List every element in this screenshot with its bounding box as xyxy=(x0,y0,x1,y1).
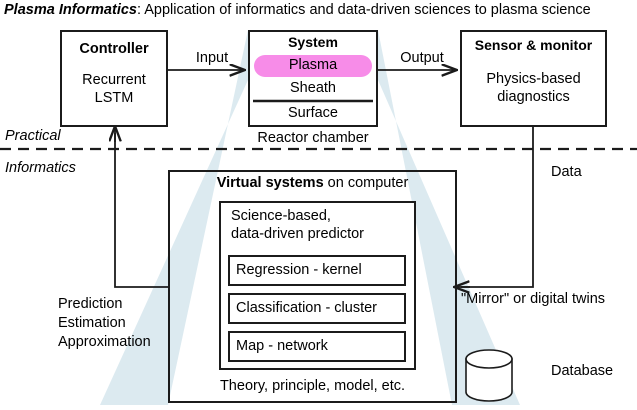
virtual-systems-title: Virtual systems on computer xyxy=(168,175,457,191)
method-box-regression[interactable] xyxy=(228,255,406,286)
mirror-digital-twins-label: "Mirror" or digital twins xyxy=(461,291,606,307)
output-label: Output xyxy=(400,50,444,66)
practical-label: Practical xyxy=(5,128,61,144)
data-path xyxy=(461,127,534,288)
controller-subtitle: Recurrent LSTM xyxy=(60,71,168,107)
virtual-systems-title-bold: Virtual systems xyxy=(216,175,324,191)
sensor-title: Sensor & monitor xyxy=(474,37,593,53)
feedback-label-approximation: Approximation xyxy=(58,334,151,350)
reactor-chamber-caption: Reactor chamber xyxy=(257,130,369,146)
title-rest: : Application of informatics and data-dr… xyxy=(136,2,591,18)
feedback-label-prediction: Prediction xyxy=(58,296,123,312)
feedback-path xyxy=(114,133,168,288)
method-label-classification: Classification - cluster xyxy=(236,300,378,316)
title-emphasis: Plasma Informatics xyxy=(4,2,137,18)
page-title: Plasma Informatics: Application of infor… xyxy=(4,2,637,18)
predictor-caption-line2: data-driven predictor xyxy=(231,226,364,242)
system-box xyxy=(248,30,378,127)
sensor-subtitle-line1: Physics-based xyxy=(486,71,581,87)
controller-subtitle-line2: LSTM xyxy=(94,90,134,106)
virtual-systems-box xyxy=(168,170,457,403)
cone-right-shape xyxy=(378,30,520,405)
database-label: Database xyxy=(551,363,614,379)
cylinder-icon xyxy=(465,349,513,402)
system-layer-plasma: Plasma xyxy=(288,57,338,73)
method-label-map: Map - network xyxy=(236,338,328,354)
controller-subtitle-line1: Recurrent xyxy=(82,72,146,88)
system-title: System xyxy=(288,34,338,50)
sensor-subtitle-line2: diagnostics xyxy=(497,89,570,105)
cone-left-shape xyxy=(100,30,248,405)
virtual-systems-title-rest: on computer xyxy=(323,175,409,191)
controller-title: Controller xyxy=(79,41,149,57)
plasma-highlight xyxy=(254,55,372,77)
sensor-monitor-box xyxy=(460,30,607,127)
predictor-caption-line1: Science-based, xyxy=(231,208,331,224)
method-label-regression: Regression - kernel xyxy=(236,262,362,278)
input-label: Input xyxy=(195,50,229,66)
predictor-caption: Science-based, data-driven predictor xyxy=(223,207,413,243)
controller-box xyxy=(60,30,168,127)
data-label: Data xyxy=(551,164,582,180)
system-layer-sheath: Sheath xyxy=(290,80,336,96)
method-box-map[interactable] xyxy=(228,331,406,362)
method-box-classification[interactable] xyxy=(228,293,406,324)
system-layer-surface: Surface xyxy=(288,105,338,121)
theory-footer-label: Theory, principle, model, etc. xyxy=(219,378,406,394)
informatics-label: Informatics xyxy=(5,160,76,176)
feedback-label-estimation: Estimation xyxy=(58,315,126,331)
sensor-subtitle: Physics-based diagnostics xyxy=(460,70,607,106)
feedback-label-group: Prediction Estimation Approximation xyxy=(58,295,151,352)
